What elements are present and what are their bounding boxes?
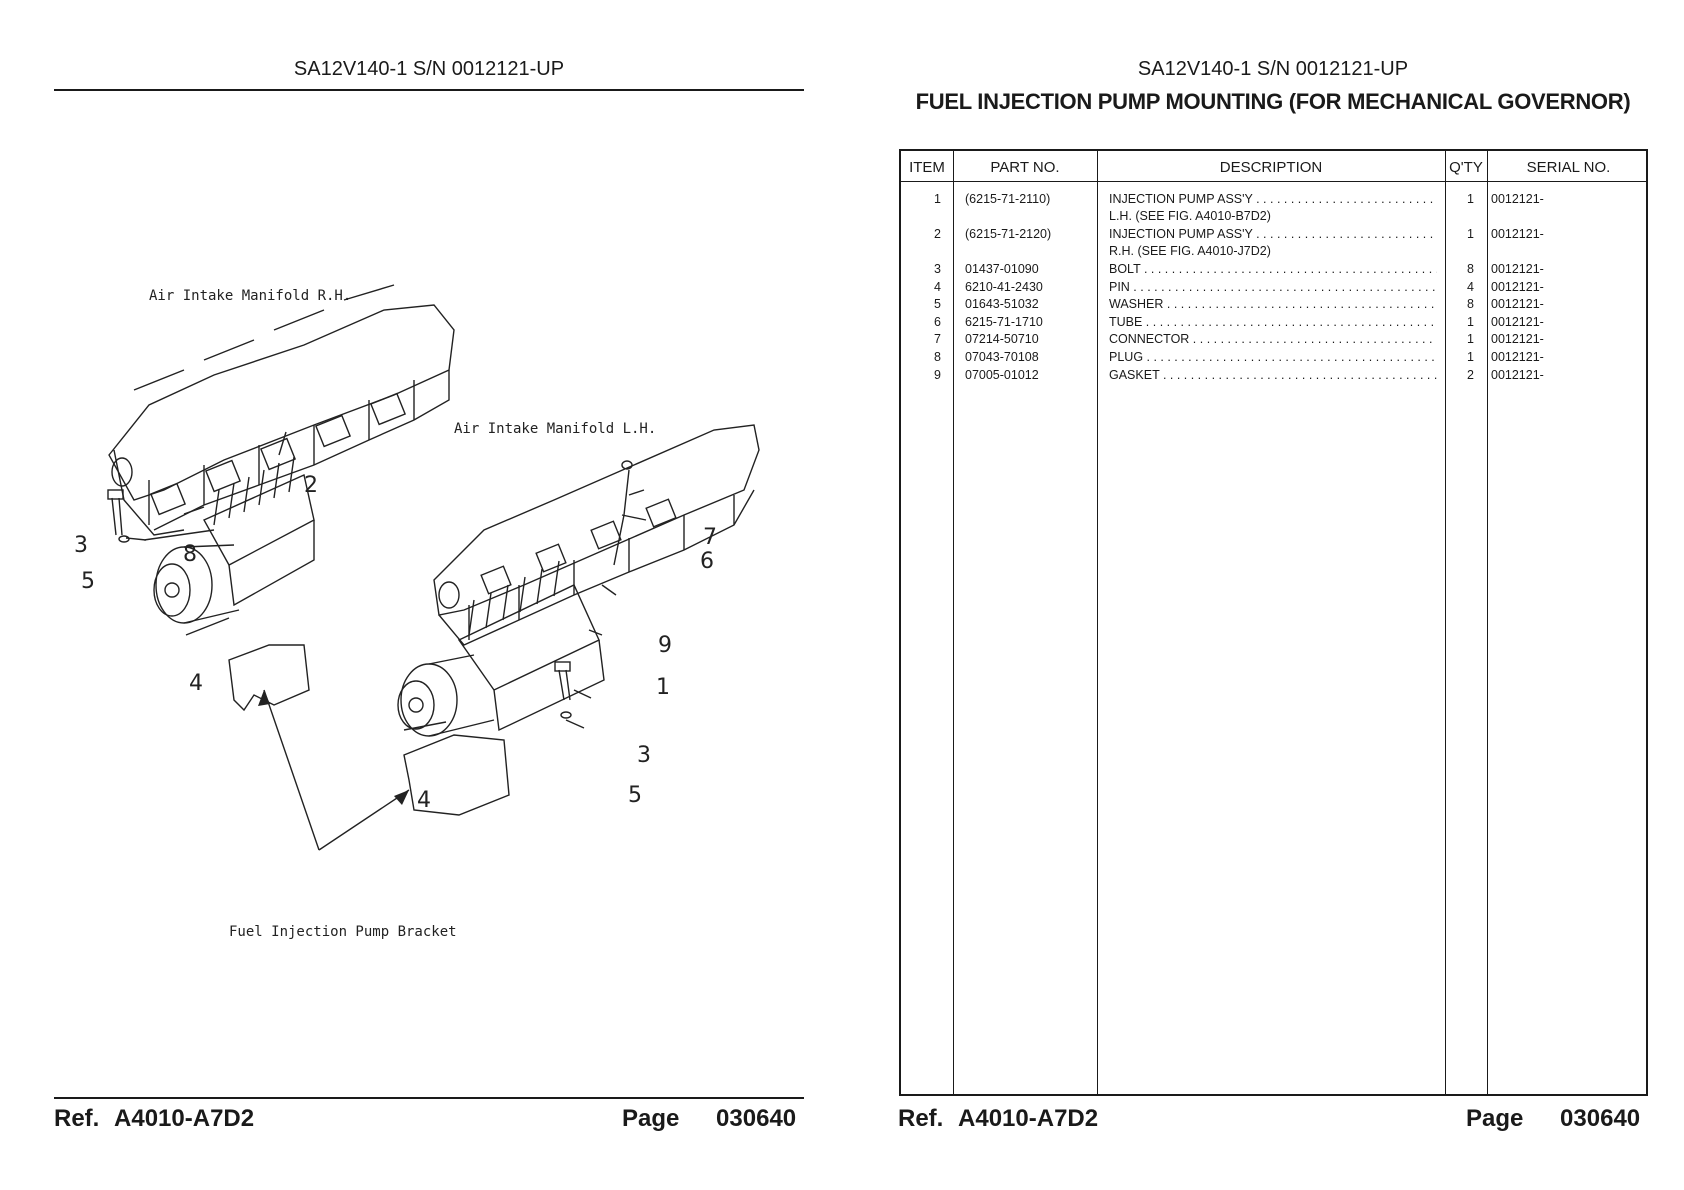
cell-part-no: 07005-01012 — [965, 368, 1039, 382]
col-divider — [1487, 151, 1488, 1094]
header-part-no: PART NO. — [990, 159, 1060, 176]
cell-qty: 1 — [1467, 350, 1474, 364]
cell-serial: 0012121- — [1491, 315, 1544, 329]
cell-item: 7 — [934, 332, 941, 346]
right-model-header: SA12V140-1 S/N 0012121-UP — [1137, 58, 1409, 80]
cell-description: INJECTION PUMP ASS'Y . . . . . . . . . .… — [1109, 192, 1437, 206]
cell-description: PIN . . . . . . . . . . . . . . . . . . … — [1109, 280, 1437, 294]
page-title: FUEL INJECTION PUMP MOUNTING (FOR MECHAN… — [915, 89, 1631, 114]
cell-qty: 2 — [1467, 368, 1474, 382]
col-divider — [1445, 151, 1446, 1094]
cell-serial: 0012121- — [1491, 280, 1544, 294]
cell-description: PLUG . . . . . . . . . . . . . . . . . .… — [1109, 350, 1437, 364]
cell-serial: 0012121- — [1491, 262, 1544, 276]
left-footer-rule — [54, 1097, 804, 1099]
right-ref-value: A4010-A7D2 — [958, 1105, 1099, 1132]
label-manifold-lh: Air Intake Manifold L.H. — [454, 421, 656, 437]
cell-description: WASHER . . . . . . . . . . . . . . . . .… — [1109, 297, 1437, 311]
right-page-label: Page — [1466, 1105, 1524, 1132]
cell-qty: 4 — [1467, 280, 1474, 294]
header-item: ITEM — [909, 159, 945, 176]
label-manifold-rh: Air Intake Manifold R.H. — [149, 288, 351, 304]
col-divider — [953, 151, 954, 1094]
callout-8: 8 — [183, 542, 197, 567]
callout-4: 4 — [189, 671, 203, 696]
callout-9: 9 — [658, 633, 672, 658]
cell-serial: 0012121- — [1491, 192, 1544, 206]
callout-6: 6 — [700, 549, 714, 574]
cell-part-no: 6210-41-2430 — [965, 280, 1043, 294]
manifold-rh-drawing — [108, 284, 455, 536]
cell-description-note: L.H. (SEE FIG. A4010-B7D2) — [1109, 209, 1271, 223]
cell-description-note: R.H. (SEE FIG. A4010-J7D2) — [1109, 244, 1271, 258]
header-qty: Q'TY — [1449, 159, 1483, 176]
header-serial-no: SERIAL NO. — [1526, 159, 1611, 176]
callout-4-lh: 4 — [417, 788, 431, 813]
label-pump-bracket: Fuel Injection Pump Bracket — [229, 924, 457, 940]
callout-5: 5 — [81, 569, 95, 594]
cell-serial: 0012121- — [1491, 368, 1544, 382]
right-page-value: 030640 — [1560, 1105, 1641, 1132]
left-footer-ref: Ref. A4010-A7D2 — [54, 1105, 254, 1133]
cell-item: 8 — [934, 350, 941, 364]
parts-table: ITEM PART NO. DESCRIPTION Q'TY SERIAL NO… — [899, 149, 1648, 1096]
right-footer-ref: Ref. A4010-A7D2 — [898, 1105, 1098, 1133]
left-ref-label: Ref. — [54, 1105, 100, 1132]
left-footer-page: Page 030640 — [622, 1105, 796, 1133]
cell-description: GASKET . . . . . . . . . . . . . . . . .… — [1109, 368, 1437, 382]
cell-part-no: (6215-71-2110) — [965, 192, 1051, 206]
cell-part-no: 6215-71-1710 — [965, 315, 1043, 329]
cell-part-no: 01437-01090 — [965, 262, 1039, 276]
pump-rh-drawing — [107, 456, 315, 712]
cell-qty: 8 — [1467, 297, 1474, 311]
cell-item: 3 — [934, 262, 941, 276]
cell-qty: 1 — [1467, 332, 1474, 346]
callout-2: 2 — [304, 473, 318, 498]
cell-part-no: 07214-50710 — [965, 332, 1039, 346]
cell-qty: 1 — [1467, 315, 1474, 329]
cell-description: BOLT . . . . . . . . . . . . . . . . . .… — [1109, 262, 1437, 276]
cell-item: 5 — [934, 297, 941, 311]
left-ref-value: A4010-A7D2 — [114, 1105, 255, 1132]
callout-3: 3 — [74, 533, 88, 558]
col-divider — [1097, 151, 1098, 1094]
cell-description: CONNECTOR . . . . . . . . . . . . . . . … — [1109, 332, 1437, 346]
cell-item: 2 — [934, 227, 941, 241]
cell-item: 9 — [934, 368, 941, 382]
cell-serial: 0012121- — [1491, 297, 1544, 311]
left-header-rule — [54, 89, 804, 91]
left-model-header: SA12V140-1 S/N 0012121-UP — [293, 58, 565, 80]
cell-item: 6 — [934, 315, 941, 329]
pump-lh-drawing — [397, 460, 633, 816]
cell-part-no: 01643-51032 — [965, 297, 1039, 311]
cell-description: TUBE . . . . . . . . . . . . . . . . . .… — [1109, 315, 1437, 329]
callout-7: 7 — [703, 525, 717, 550]
cell-serial: 0012121- — [1491, 350, 1544, 364]
callout-1: 1 — [656, 675, 670, 700]
cell-serial: 0012121- — [1491, 227, 1544, 241]
callout-3-lh: 3 — [637, 743, 651, 768]
cell-serial: 0012121- — [1491, 332, 1544, 346]
right-footer-page: Page 030640 — [1466, 1105, 1640, 1133]
cell-qty: 8 — [1467, 262, 1474, 276]
cell-description: INJECTION PUMP ASS'Y . . . . . . . . . .… — [1109, 227, 1437, 241]
left-page-value: 030640 — [716, 1105, 797, 1132]
manifold-lh-drawing — [433, 424, 760, 646]
header-description: DESCRIPTION — [1219, 159, 1323, 176]
cell-part-no: (6215-71-2120) — [965, 227, 1052, 241]
header-rule — [901, 181, 1646, 182]
exploded-view-diagram: Air Intake Manifold R.H. Air Intake Mani… — [74, 284, 760, 940]
cell-qty: 1 — [1467, 192, 1474, 206]
cell-part-no: 07043-70108 — [965, 350, 1039, 364]
cell-item: 4 — [934, 280, 941, 294]
callout-5-lh: 5 — [628, 783, 642, 808]
right-ref-label: Ref. — [898, 1105, 944, 1132]
cell-item: 1 — [934, 192, 941, 206]
left-page-label: Page — [622, 1105, 680, 1132]
cell-qty: 1 — [1467, 227, 1474, 241]
